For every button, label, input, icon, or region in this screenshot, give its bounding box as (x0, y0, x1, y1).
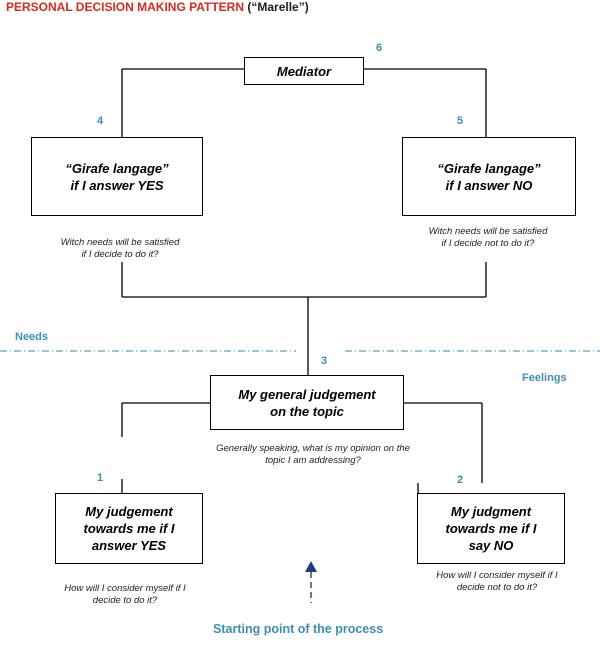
mediator-text: Mediator (276, 63, 332, 79)
girafe-yes-line-2: if I answer YES (70, 177, 164, 193)
girafe-no-question: Witch needs will be satisfied if I decid… (398, 226, 578, 250)
page-title: PERSONAL DECISION MAKING PATTERN (“Marel… (6, 0, 309, 14)
judgement-yes-line-2: towards me if I (83, 521, 175, 536)
judgement-no-question: How will I consider myself if I decide n… (412, 570, 582, 594)
general-question-line-1: Generally speaking, what is my opinion o… (216, 443, 410, 454)
general-line-2: on the topic (270, 403, 344, 419)
number-6: 6 (376, 42, 383, 54)
judgement-yes-box: My judgement towards me if I answer YES (55, 493, 203, 564)
judgement-yes-line-3: answer YES (91, 538, 167, 553)
judgement-no-box: My judgment towards me if I say NO (417, 493, 565, 564)
girafe-yes-question-line-1: Witch needs will be satisfied (60, 237, 180, 248)
girafe-yes-question-line-2: if I decide to do it? (81, 249, 159, 260)
judgement-no-question-line-1: How will I consider myself if I (436, 570, 558, 581)
judgement-no-line-3: say NO (468, 538, 514, 553)
number-4: 4 (97, 115, 104, 127)
judgement-no-line-1: My judgment (450, 504, 532, 519)
general-question: Generally speaking, what is my opinion o… (183, 443, 443, 467)
girafe-yes-line-1: “Girafe langage” (65, 160, 169, 176)
judgement-yes-question: How will I consider myself if I decide t… (40, 583, 210, 607)
judgement-yes-line-1: My judgement (85, 504, 173, 519)
general-line-1: My general judgement (238, 386, 376, 402)
girafe-no-question-line-1: Witch needs will be satisfied (428, 226, 548, 237)
girafe-no-line-2: if I answer NO (445, 177, 533, 193)
number-3: 3 (321, 355, 328, 367)
girafe-yes-question: Witch needs will be satisfied if I decid… (30, 237, 210, 261)
needs-label: Needs (15, 331, 49, 343)
number-2: 2 (457, 474, 464, 486)
title-sub: (“Marelle”) (247, 0, 309, 14)
judgement-no-line-2: towards me if I (445, 521, 537, 536)
mediator-box: Mediator (244, 57, 364, 85)
girafe-no-question-line-2: if I decide not to do it? (441, 238, 535, 249)
girafe-yes-box: “Girafe langage” if I answer YES (31, 137, 203, 216)
general-judgement-box: My general judgement on the topic (210, 375, 404, 430)
judgement-no-question-line-2: decide not to do it? (456, 582, 538, 593)
general-question-line-2: topic I am addressing? (265, 455, 361, 466)
title-main: PERSONAL DECISION MAKING PATTERN (6, 0, 245, 14)
girafe-no-line-1: “Girafe langage” (437, 160, 541, 176)
number-5: 5 (457, 115, 464, 127)
starting-point-label: Starting point of the process (213, 622, 384, 636)
judgement-yes-question-line-1: How will I consider myself if I (64, 583, 186, 594)
judgement-yes-question-line-2: decide to do it? (92, 595, 158, 606)
girafe-no-box: “Girafe langage” if I answer NO (402, 137, 576, 216)
feelings-label: Feelings (522, 372, 567, 384)
number-1: 1 (97, 472, 104, 484)
